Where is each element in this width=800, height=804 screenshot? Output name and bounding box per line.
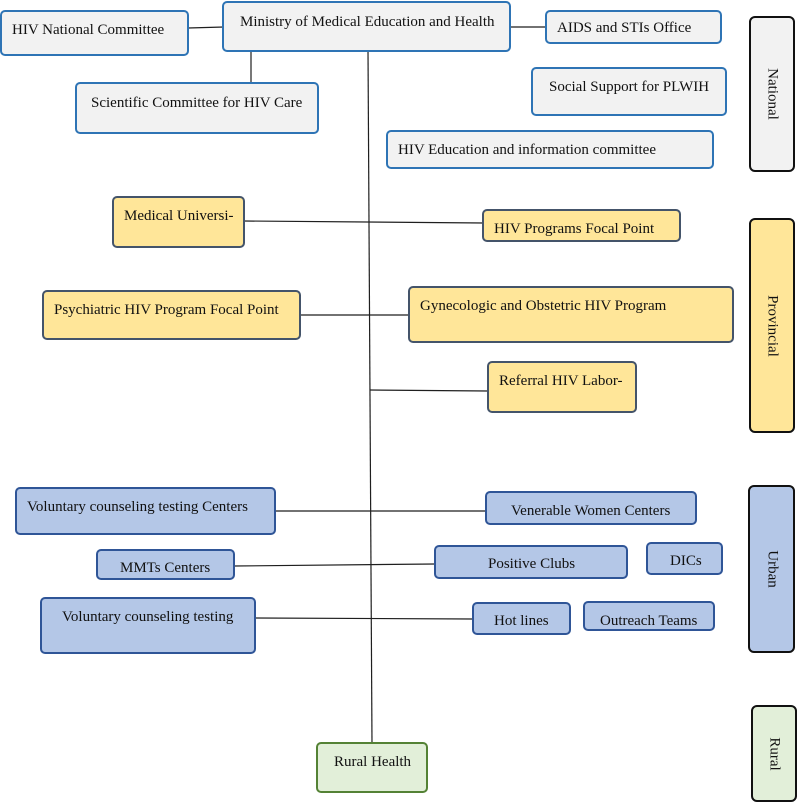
ministry-label: Ministry of Medical Education and Health	[240, 14, 495, 30]
social-support-box: Social Support for PLWIH	[531, 67, 727, 116]
hot-lines-label: Hot lines	[494, 613, 549, 629]
women-centers-box: Venerable Women Centers	[485, 491, 697, 525]
mmt-centers-label: MMTs Centers	[120, 560, 211, 576]
connector-referral-lab	[369, 389, 489, 392]
women-centers-label: Venerable Women Centers	[511, 503, 671, 519]
gynecologic-program-label: Gynecologic and Obstetric HIV Program	[420, 298, 667, 314]
hot-lines-box: Hot lines	[472, 602, 571, 635]
positive-clubs-box: Positive Clubs	[434, 545, 628, 579]
national-band-label: National	[764, 68, 781, 120]
rural-health-box: Rural Health	[316, 742, 428, 793]
psychiatric-focal-point-box: Psychiatric HIV Program Focal Point	[42, 290, 301, 340]
hiv-national-committee-label: HIV National Committee	[12, 22, 165, 38]
ministry-box: Ministry of Medical Education and Health	[222, 1, 511, 52]
medical-university-box: Medical Universi-	[112, 196, 245, 248]
connector-medical-university	[243, 220, 485, 224]
national-band: National	[749, 16, 795, 172]
vct-box: Voluntary counseling testing	[40, 597, 256, 654]
education-committee-label: HIV Education and information committee	[398, 142, 656, 158]
rural-band-label: Rural	[766, 736, 783, 771]
referral-lab-label: Referral HIV Labor-	[499, 373, 623, 389]
scientific-committee-label: Scientific Committee for HIV Care	[91, 95, 303, 111]
hiv-programs-focal-point-box: HIV Programs Focal Point	[482, 209, 681, 242]
dics-box: DICs	[646, 542, 723, 575]
rural-health-label: Rural Health	[334, 754, 412, 770]
mmt-centers-box: MMTs Centers	[96, 549, 235, 580]
dics-label: DICs	[670, 553, 702, 569]
main-trunk-line	[367, 49, 373, 745]
social-support-label: Social Support for PLWIH	[549, 79, 710, 95]
urban-band: Urban	[748, 485, 795, 653]
outreach-teams-label: Outreach Teams	[600, 613, 698, 629]
scientific-committee-box: Scientific Committee for HIV Care	[75, 82, 319, 134]
positive-clubs-label: Positive Clubs	[488, 556, 576, 572]
vct-centers-box: Voluntary counseling testing Centers	[15, 487, 276, 535]
connector-mmt-centers	[233, 563, 436, 567]
connector-national-committee	[187, 26, 225, 29]
aids-stis-office-label: AIDS and STIs Office	[557, 20, 692, 36]
medical-university-label: Medical Universi-	[124, 208, 234, 224]
hiv-programs-focal-point-label: HIV Programs Focal Point	[494, 221, 655, 237]
provincial-band-label: Provincial	[764, 294, 781, 357]
psychiatric-focal-point-label: Psychiatric HIV Program Focal Point	[54, 302, 279, 318]
urban-band-label: Urban	[764, 550, 780, 588]
education-committee-box: HIV Education and information committee	[386, 130, 714, 169]
gynecologic-program-box: Gynecologic and Obstetric HIV Program	[408, 286, 734, 343]
referral-lab-box: Referral HIV Labor-	[487, 361, 637, 413]
vct-centers-label: Voluntary counseling testing Centers	[27, 499, 248, 515]
hiv-national-committee-box: HIV National Committee	[0, 10, 189, 56]
connector-vct	[254, 617, 474, 620]
rural-band: Rural	[751, 705, 797, 802]
vct-label: Voluntary counseling testing	[62, 609, 234, 625]
provincial-band: Provincial	[749, 218, 795, 433]
aids-stis-office-box: AIDS and STIs Office	[545, 10, 722, 44]
outreach-teams-box: Outreach Teams	[583, 601, 715, 631]
